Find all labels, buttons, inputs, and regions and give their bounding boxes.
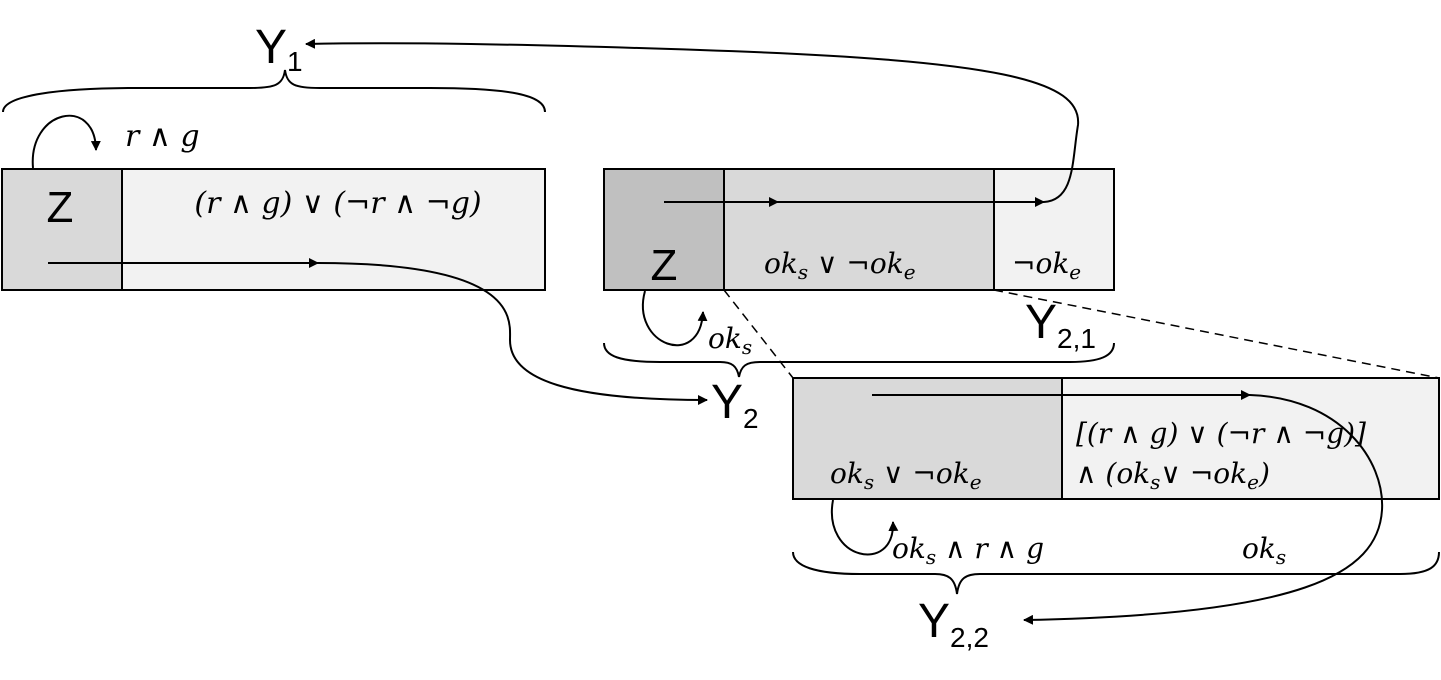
y21-brace bbox=[603, 342, 1115, 378]
y1-subscript: 1 bbox=[287, 46, 303, 77]
box-2-z-cell bbox=[603, 168, 725, 291]
y2-label: Y2 bbox=[711, 376, 759, 434]
box-1-z-cell bbox=[1, 168, 123, 291]
box-1-formula-cell bbox=[121, 168, 546, 291]
box-2-z-label: Z bbox=[651, 241, 678, 290]
box-2-mid-cell bbox=[723, 168, 995, 291]
box-2: Z oks ∨ ¬oke ¬oke bbox=[603, 168, 1115, 291]
zoom-line-right bbox=[993, 289, 1440, 379]
zoom-line-left bbox=[723, 289, 794, 379]
y1-brace bbox=[2, 69, 546, 113]
y1-label: Y1 bbox=[255, 21, 303, 77]
box-1-to-y2-arrow bbox=[317, 262, 708, 405]
box-1-formula: (r ∧ g) ∨ (¬r ∧ ¬g) bbox=[194, 186, 481, 221]
box-3-right-formula-line-2: ∧ (oks∨ ¬oke) bbox=[1076, 457, 1270, 494]
box-1-self-loop-label: r ∧ g bbox=[125, 119, 200, 154]
box-3-self-loop-arrow bbox=[830, 499, 899, 556]
y21-label: Y2,1 bbox=[1025, 296, 1096, 354]
box-2-right-formula: ¬oke bbox=[1012, 247, 1081, 284]
y22-brace bbox=[792, 551, 1440, 595]
box-2-right-cell bbox=[993, 168, 1115, 291]
y22-label: Y2,2 bbox=[918, 595, 989, 653]
box-1-self-loop-arrow bbox=[31, 114, 101, 169]
box-3-right-edge-label: oks bbox=[1242, 532, 1286, 569]
box-3: oks ∨ ¬oke [(r ∧ g) ∨ (¬r ∧ ¬g)] ∧ (oks∨… bbox=[792, 377, 1440, 500]
box-2-to-y1-arrow bbox=[305, 38, 1080, 203]
box-2-mid-formula: oks ∨ ¬oke bbox=[764, 247, 916, 284]
box-2-self-loop-arrow bbox=[642, 290, 708, 347]
box-3-self-loop-label: oks ∧ r ∧ g bbox=[892, 532, 1044, 569]
box-2-self-loop-label: oks bbox=[708, 322, 752, 359]
box-1-z-label: Z bbox=[47, 183, 74, 232]
box-1: Z (r ∧ g) ∨ (¬r ∧ ¬g) bbox=[1, 168, 546, 291]
y1-letter: Y bbox=[255, 21, 287, 74]
box-3-left-formula: oks ∨ ¬oke bbox=[830, 457, 982, 494]
box-3-to-y22-arrow bbox=[1023, 394, 1384, 625]
box-3-left-cell bbox=[792, 377, 1063, 500]
box-3-right-formula-line-1: [(r ∧ g) ∨ (¬r ∧ ¬g)] bbox=[1076, 417, 1366, 450]
